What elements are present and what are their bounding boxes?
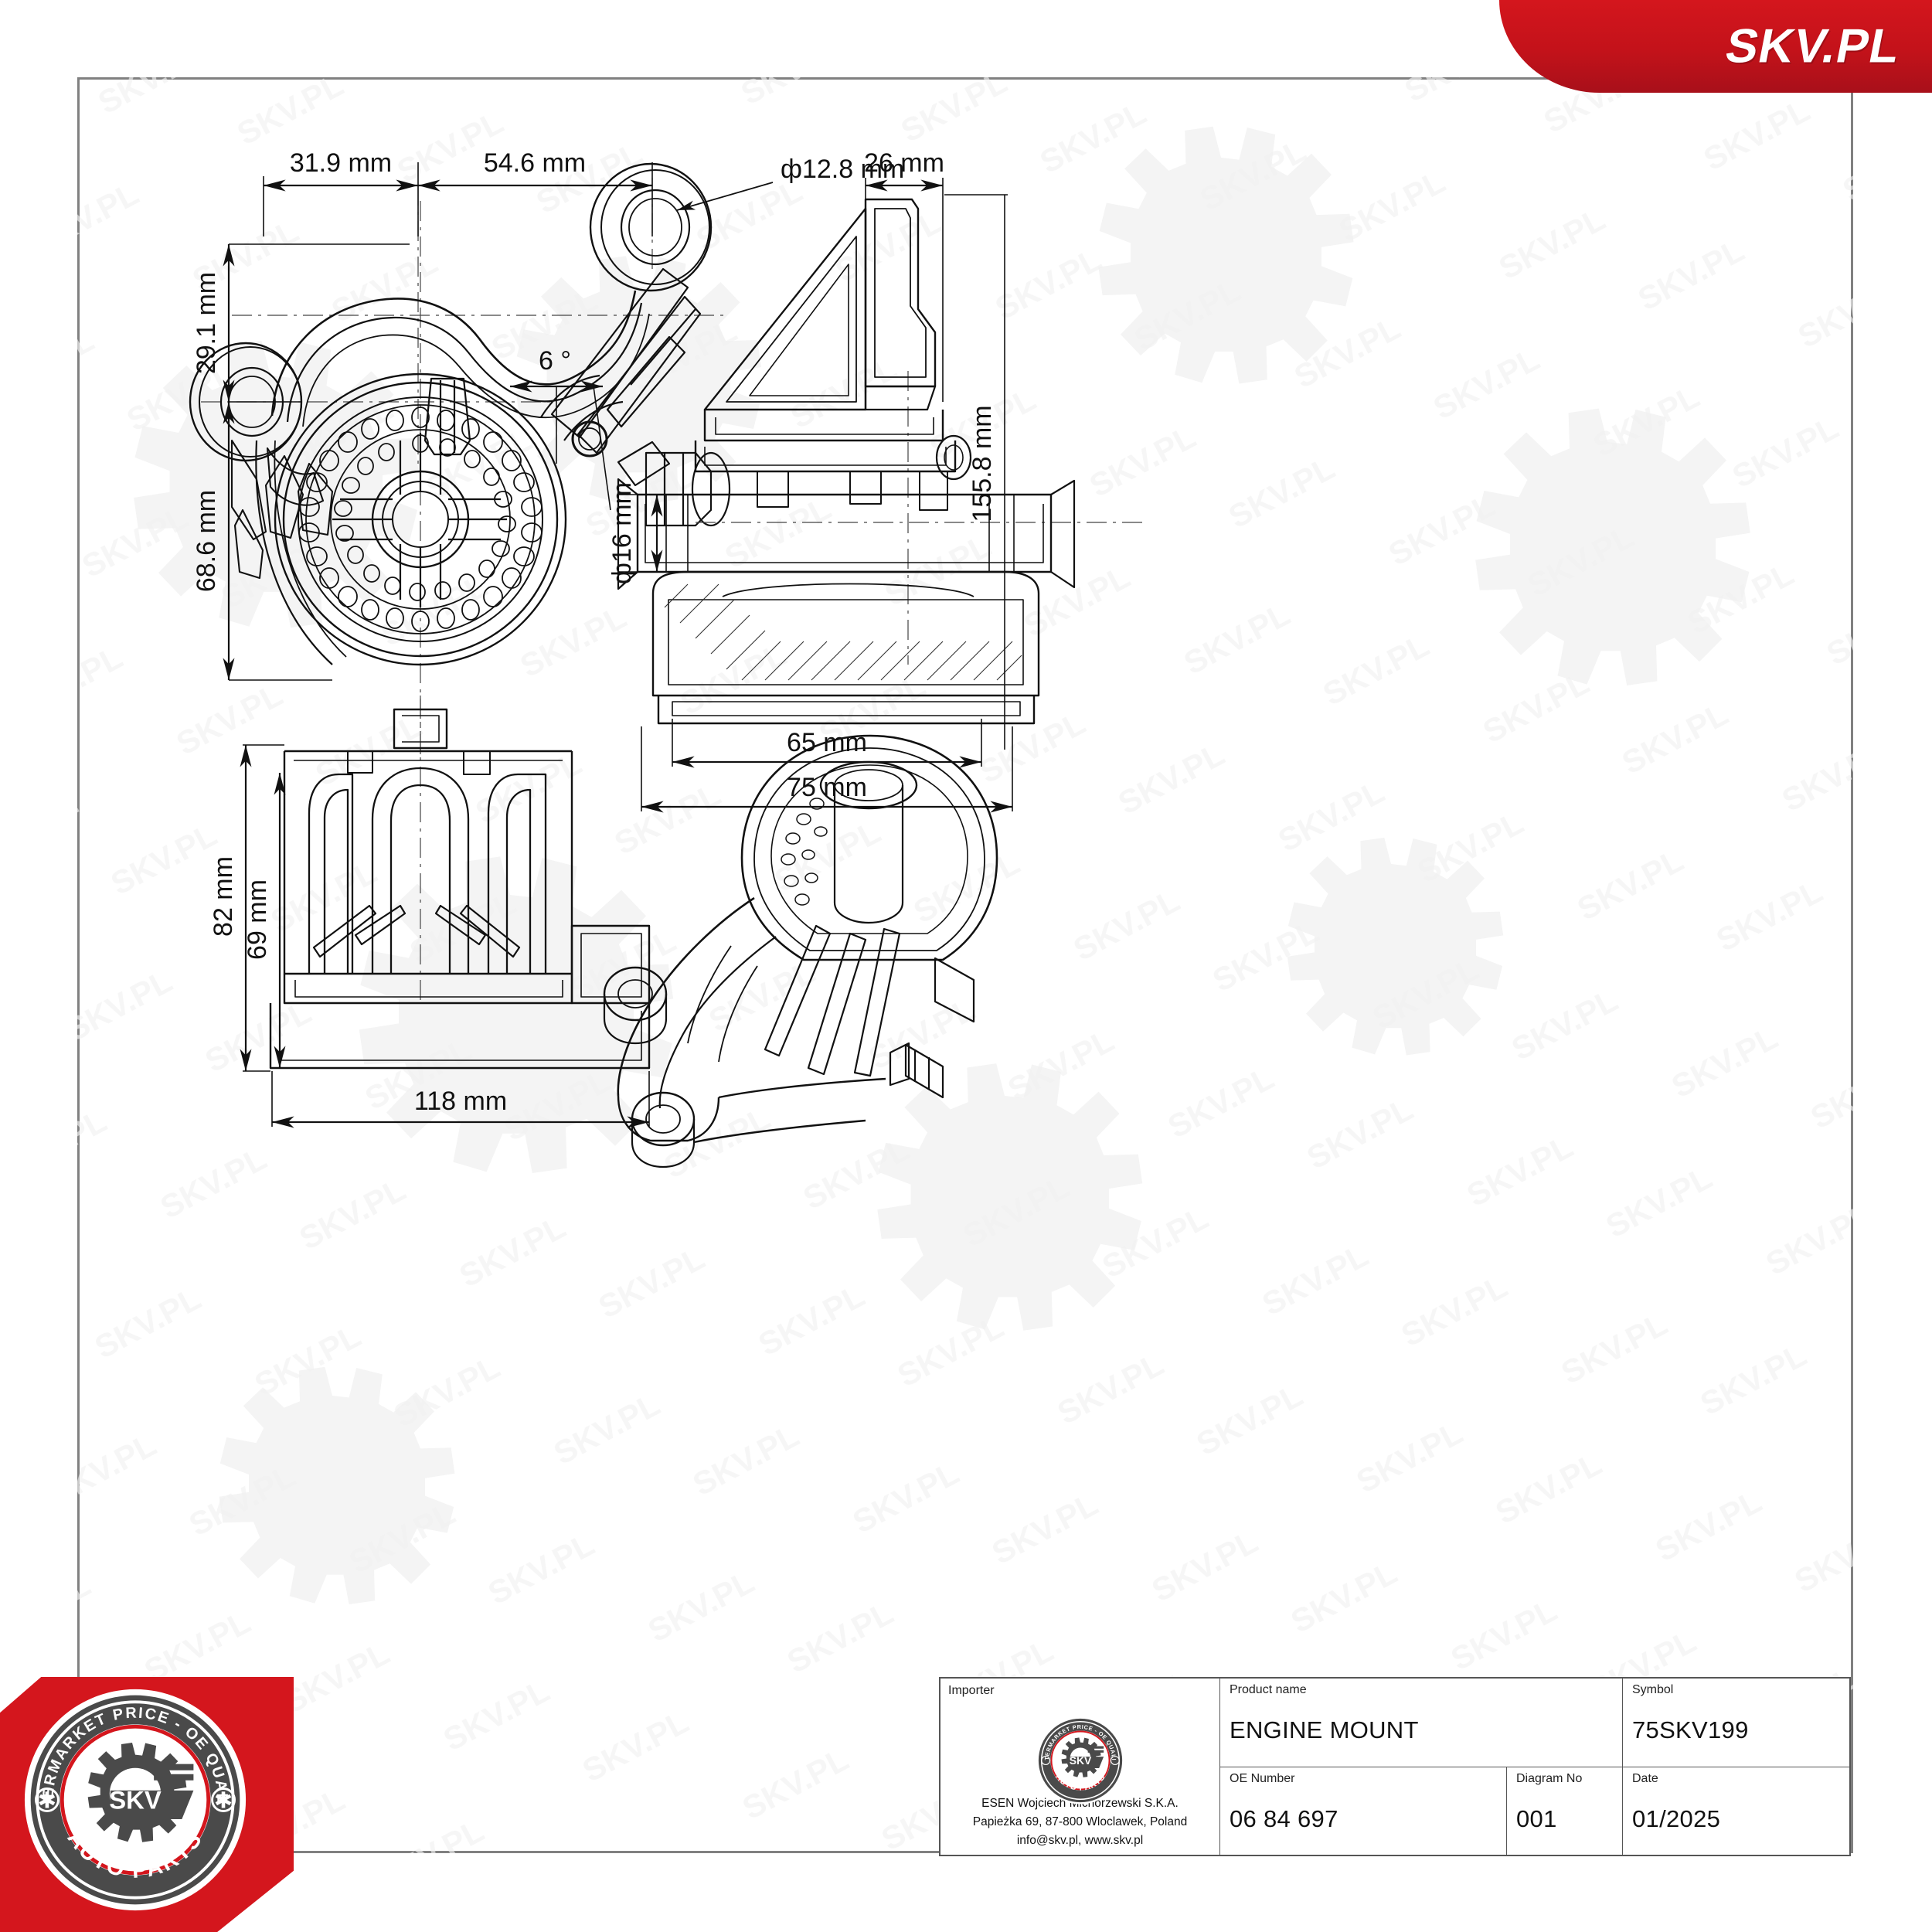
dim-29-1: 29.1 mm bbox=[192, 272, 221, 374]
product-name-label: Product name bbox=[1230, 1683, 1307, 1696]
importer-seal-center-text: SKV bbox=[1069, 1754, 1091, 1767]
dim-69: 69 mm bbox=[243, 879, 272, 960]
symbol-value: 75SKV199 bbox=[1632, 1716, 1749, 1743]
dim-6-deg: 6 ° bbox=[539, 346, 571, 376]
dim-54-6: 54.6 mm bbox=[484, 148, 586, 178]
oe-number-cell: OE Number 06 84 697 bbox=[1220, 1767, 1506, 1855]
product-name-cell: Product name ENGINE MOUNT bbox=[1220, 1679, 1622, 1767]
view-bottom-dimensions bbox=[240, 744, 650, 1128]
diagram-no-cell: Diagram No 001 bbox=[1506, 1767, 1622, 1855]
importer-address: Papieżka 69, 87-800 Wloclawek, Poland bbox=[972, 1815, 1188, 1828]
importer-seal-logo: SKV AFTERMARKET PRICE - OE QUALITY AUTO … bbox=[1033, 1710, 1125, 1805]
diagram-no-value: 001 bbox=[1516, 1804, 1557, 1832]
importer-label: Importer bbox=[948, 1684, 995, 1697]
view-side-dimensions bbox=[618, 178, 1013, 813]
title-block: Importer SKV bbox=[939, 1677, 1851, 1856]
dim-82: 82 mm bbox=[209, 856, 238, 937]
view-front bbox=[189, 162, 731, 757]
seal-asterisk-left-icon: ✱ bbox=[38, 1789, 56, 1814]
oe-number-label: OE Number bbox=[1230, 1771, 1295, 1785]
importer-contact: info@skv.pl, www.skv.pl bbox=[1016, 1833, 1144, 1847]
oe-number-value: 06 84 697 bbox=[1230, 1804, 1338, 1832]
seal-graphic: SKV AFTERMARKET PRICE - OE QUALITY AUTO … bbox=[17, 1675, 247, 1912]
title-block-fields: Product name ENGINE MOUNT Symbol 75SKV19… bbox=[1220, 1679, 1849, 1855]
date-value: 01/2025 bbox=[1632, 1804, 1721, 1832]
dim-12-8: ф12.8 mm bbox=[781, 155, 904, 184]
background-watermark bbox=[77, 77, 1853, 1853]
view-bottom-dimension-labels: 82 mm 69 mm 118 mm bbox=[209, 856, 507, 1116]
dim-68-6: 68.6 mm bbox=[192, 490, 221, 592]
symbol-label: Symbol bbox=[1632, 1683, 1674, 1696]
view-side-dimension-labels: 26 mm 155.8 mm ф16 mm 65 mm 75 mm bbox=[607, 148, 997, 802]
title-block-importer-cell: Importer SKV bbox=[940, 1679, 1220, 1855]
view-isometric bbox=[603, 734, 998, 1168]
quality-seal-badge: SKV AFTERMARKET PRICE - OE QUALITY AUTO … bbox=[0, 1675, 294, 1932]
diagram-no-label: Diagram No bbox=[1516, 1771, 1583, 1785]
seal-asterisk-right-icon: ✱ bbox=[214, 1789, 233, 1814]
brand-flag-text: SKV.PL bbox=[1721, 19, 1905, 73]
view-front-dimensions bbox=[223, 162, 774, 681]
dim-118: 118 mm bbox=[414, 1087, 507, 1116]
view-front-dimension-labels: 31.9 mm 54.6 mm ф12.8 mm 29.1 mm 68.6 mm… bbox=[192, 148, 904, 592]
date-label: Date bbox=[1632, 1771, 1658, 1785]
dim-16: ф16 mm bbox=[607, 482, 637, 584]
seal-center-text: SKV bbox=[109, 1786, 162, 1815]
dim-155-8: 155.8 mm bbox=[968, 405, 997, 522]
dim-26: 26 mm bbox=[864, 148, 944, 178]
dim-31-9: 31.9 mm bbox=[290, 148, 392, 178]
technical-drawing-canvas: SKV.PL SKV.PL bbox=[77, 77, 1853, 1853]
symbol-cell: Symbol 75SKV199 bbox=[1622, 1679, 1849, 1767]
product-name-value: ENGINE MOUNT bbox=[1230, 1716, 1419, 1743]
date-cell: Date 01/2025 bbox=[1622, 1767, 1849, 1855]
view-side bbox=[617, 198, 1144, 725]
